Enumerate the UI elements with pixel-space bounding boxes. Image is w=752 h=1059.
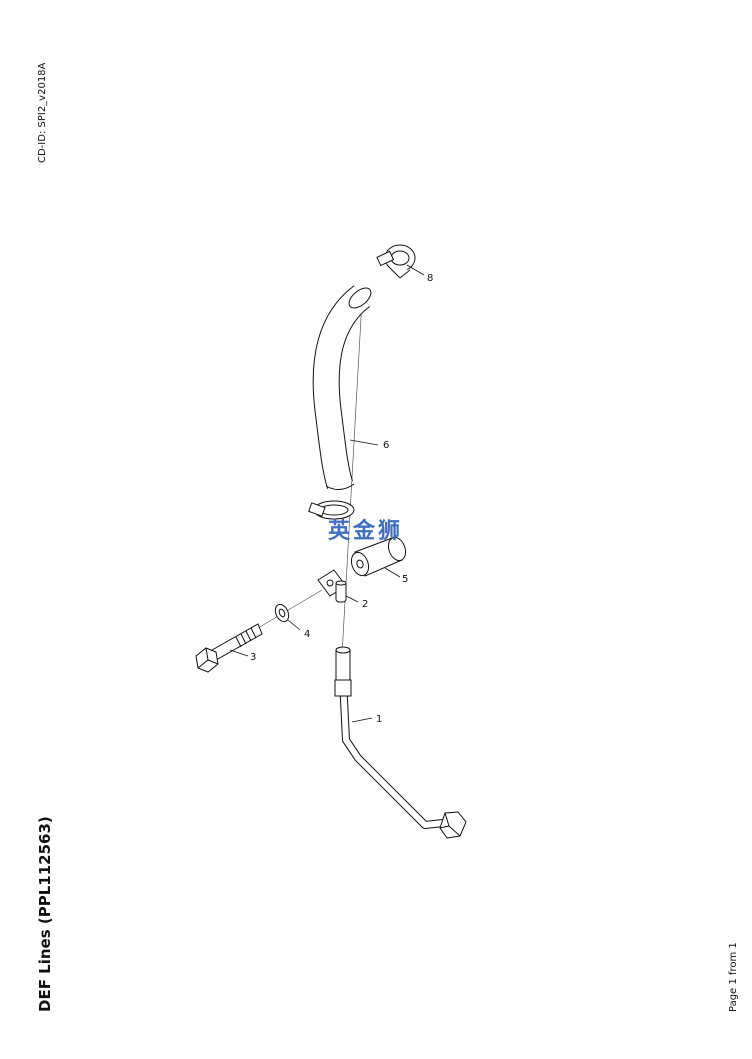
hose-clamp-top[interactable] (376, 244, 416, 279)
callout-8: 8 (427, 273, 433, 284)
bolt-axis (257, 589, 323, 629)
leader-4 (287, 619, 301, 631)
callout-6: 6 (383, 440, 389, 451)
leader-1 (351, 717, 373, 723)
leader-2 (345, 595, 359, 603)
leader-3 (229, 649, 249, 657)
callout-4: 4 (304, 629, 310, 640)
callout-5: 5 (402, 574, 408, 585)
hose-clamp-lower[interactable] (308, 500, 355, 520)
callout-3: 3 (250, 652, 256, 663)
mounting-bracket[interactable] (317, 569, 347, 603)
callout-2: 2 (362, 599, 368, 610)
callout-1: 1 (376, 714, 382, 725)
watermark: 英金狮 (328, 519, 404, 544)
spacer-sleeve[interactable] (348, 535, 408, 578)
def-tube[interactable] (334, 646, 467, 839)
leader-6 (349, 439, 379, 446)
hose[interactable] (312, 284, 374, 490)
leader-8 (406, 264, 425, 276)
leader-5 (384, 567, 401, 578)
bolt[interactable] (195, 623, 263, 673)
washer[interactable] (273, 602, 291, 623)
